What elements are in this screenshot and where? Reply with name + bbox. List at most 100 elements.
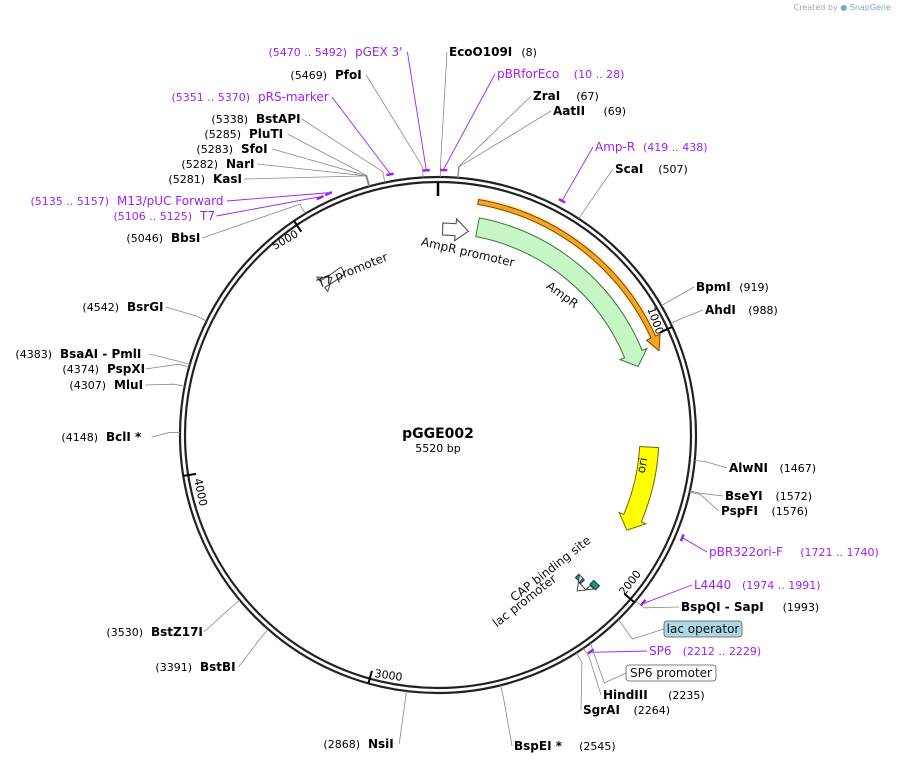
site-bstapi-name[interactable]: BstAPI — [256, 112, 301, 126]
ampr-cds-arrow — [475, 217, 648, 368]
site-sgrai-name[interactable]: SgrAI — [583, 703, 620, 717]
site-bcli-name[interactable]: BclI * — [106, 430, 142, 444]
site-sgrai-position: (2264) — [634, 704, 671, 717]
site-zrai-name[interactable]: ZraI — [533, 89, 560, 103]
site-bspei-name[interactable]: BspEI * — [514, 739, 563, 753]
credit-text: Created by — [793, 3, 838, 12]
site-bpmi-name[interactable]: BpmI — [696, 280, 731, 294]
primer-l4440-mark — [639, 599, 647, 607]
snapgene-credit: Created by ● SnapGene — [794, 3, 891, 12]
site-leader-line — [689, 490, 724, 497]
primer-pgex-3-name[interactable]: pGEX 3' — [355, 45, 402, 59]
primer-leader-line — [216, 196, 320, 217]
site-sfoi-position: (5283) — [196, 143, 233, 156]
site-sfoi-name[interactable]: SfoI — [241, 142, 268, 156]
tick-mark — [660, 325, 673, 334]
primer-t7-mark — [316, 194, 324, 201]
primer-l4440-name[interactable]: L4440 — [694, 578, 731, 592]
primer-pbrforeco-name[interactable]: pBRforEco — [497, 67, 559, 81]
site-pspxi-name[interactable]: PspXI — [107, 362, 145, 376]
lac-promoter-arrow — [576, 573, 595, 592]
site-bstapi-position: (5338) — [211, 113, 248, 126]
site-bsrgi-position: (4542) — [82, 301, 119, 314]
site-scai-position: (507) — [658, 163, 688, 176]
site-nari-name[interactable]: NarI — [226, 157, 255, 171]
site-bstbi-name[interactable]: BstBI — [200, 660, 236, 674]
orf-arrow — [477, 198, 661, 352]
plasmid-name: pGGE002 — [402, 426, 474, 442]
site-bbsi-name[interactable]: BbsI — [171, 231, 200, 245]
site-bseyi-name[interactable]: BseYI — [725, 489, 763, 503]
primer-amp-r-name[interactable]: Amp-R — [595, 140, 635, 154]
primer-pbr322ori-f-mark — [679, 533, 685, 542]
site-bspqi-sapi-name[interactable]: BspQI - SapI — [681, 600, 764, 614]
lac-operator-box[interactable] — [663, 620, 743, 638]
site-zrai-position: (67) — [576, 90, 599, 103]
tick-label: 2000 — [617, 568, 644, 598]
lac-operator-label: lac operator — [667, 622, 740, 636]
site-aatii-name[interactable]: AatII — [553, 104, 585, 118]
primer-pbrforeco-range: (10 .. 28) — [574, 68, 625, 81]
primer-prs-marker-mark — [386, 172, 394, 177]
site-ecoo109i-name[interactable]: EcoO109I — [449, 45, 512, 59]
site-ahdi-name[interactable]: AhdI — [705, 303, 736, 317]
primer-leader-line — [226, 192, 329, 202]
tick-mark — [623, 593, 636, 604]
site-pluti-name[interactable]: PluTI — [249, 127, 283, 141]
primer-pgex-3-range: (5470 .. 5492) — [268, 46, 347, 59]
primer-l4440-range: (1974 .. 1991) — [742, 579, 821, 592]
primer-sp6-name[interactable]: SP6 — [649, 644, 672, 658]
site-leader-line — [257, 163, 370, 187]
site-kasi-position: (5281) — [168, 173, 205, 186]
site-bspei-position: (2545) — [579, 740, 616, 753]
primer-sp6-range: (2212 .. 2229) — [683, 645, 762, 658]
site-leader-line — [457, 110, 552, 178]
site-leader-line — [238, 629, 269, 668]
site-pfoi-name[interactable]: PfoI — [335, 68, 362, 82]
site-bstz17i-name[interactable]: BstZ17I — [151, 625, 203, 639]
ampr-promoter-arrow — [442, 217, 470, 242]
site-alwni-name[interactable]: AlwNI — [729, 461, 768, 475]
tick-mark — [367, 670, 373, 684]
site-nsii-name[interactable]: NsiI — [368, 737, 394, 751]
site-leader-line — [202, 203, 306, 239]
site-leader-line — [165, 306, 207, 322]
site-nari-position: (5282) — [181, 158, 218, 171]
ori-arrow — [618, 445, 660, 531]
leader-line — [618, 619, 665, 640]
site-leader-line — [439, 51, 448, 178]
primer-pbr322ori-f-name[interactable]: pBR322ori-F — [709, 545, 783, 559]
sp6-promoter-box[interactable] — [625, 664, 717, 682]
tick-mark — [183, 472, 197, 477]
primer-m13-puc-forward-mark — [324, 191, 333, 197]
primer-leader-line — [443, 73, 496, 170]
primer-pbr322ori-f-range: (1721 .. 1740) — [800, 546, 879, 559]
primer-m13-puc-forward-name[interactable]: M13/pUC Forward — [117, 194, 224, 208]
site-bsaai-pmli-name[interactable]: BsaAI - PmlI — [60, 347, 141, 361]
primer-leader-line — [643, 584, 693, 604]
site-bspqi-sapi-position: (1993) — [783, 601, 820, 614]
site-bseyi-position: (1572) — [776, 490, 813, 503]
site-leader-line — [365, 74, 424, 178]
site-pluti-position: (5285) — [204, 128, 241, 141]
primer-amp-r-mark — [558, 198, 566, 204]
site-scai-name[interactable]: ScaI — [615, 162, 643, 176]
site-bsrgi-name[interactable]: BsrGI — [127, 300, 164, 314]
site-hindiii-name[interactable]: HindIII — [603, 688, 648, 702]
primer-t7-name[interactable]: T7 — [199, 209, 215, 223]
site-leader-line — [203, 599, 240, 633]
site-mlui-name[interactable]: MluI — [114, 378, 143, 392]
tick-label: 3000 — [374, 667, 404, 684]
primer-leader-line — [591, 650, 648, 653]
site-pspfi-name[interactable]: PspFI — [721, 504, 758, 518]
primer-amp-r-range: (419 .. 438) — [643, 141, 708, 154]
site-kasi-name[interactable]: KasI — [213, 172, 242, 186]
site-leader-line — [578, 168, 614, 220]
t7-promoter-label: T7 promoter — [314, 250, 389, 291]
primer-prs-marker-range: (5351 .. 5370) — [171, 91, 250, 104]
primer-prs-marker-name[interactable]: pRS-marker — [258, 90, 329, 104]
site-leader-line — [287, 133, 371, 187]
leader-line — [589, 643, 627, 684]
site-pspxi-position: (4374) — [62, 363, 99, 376]
